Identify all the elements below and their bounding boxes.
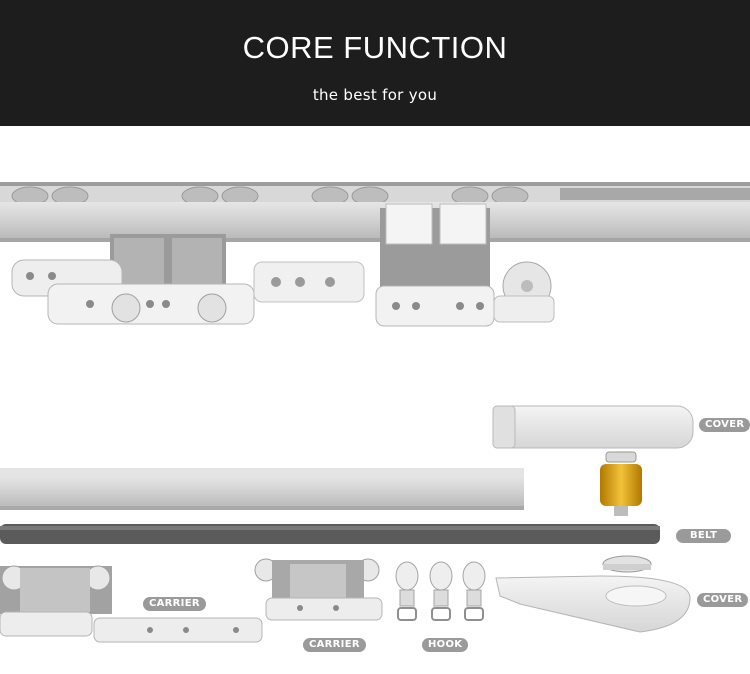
label-hook: HOOK [422,638,469,652]
rail-part [0,468,524,510]
carrier-left-part [0,565,263,643]
header-banner: CORE FUNCTION the best for you [0,0,750,126]
carrier-assembled-right [375,203,555,327]
cover-top-part [492,405,694,449]
label-carrier-mid: CARRIER [303,638,366,652]
carrier-assembled-left [11,234,255,325]
carrier-assembled-middle [253,261,365,303]
hook-parts [395,561,486,621]
belt-part [0,524,660,544]
page-subtitle: the best for you [312,86,438,104]
product-illustration [0,182,750,643]
gear-part [600,451,642,516]
belt-teeth-top [560,188,750,200]
assembled-track [0,182,750,327]
label-carrier-left: CARRIER [143,597,206,611]
carrier-mid-part [254,558,383,621]
label-belt: BELT [676,529,732,543]
track-wheels [11,186,529,206]
page-title: CORE FUNCTION [242,30,508,65]
cover-bottom-part [495,555,691,633]
label-cover-top: COVER [699,418,750,432]
label-cover-bottom: COVER [697,593,749,607]
